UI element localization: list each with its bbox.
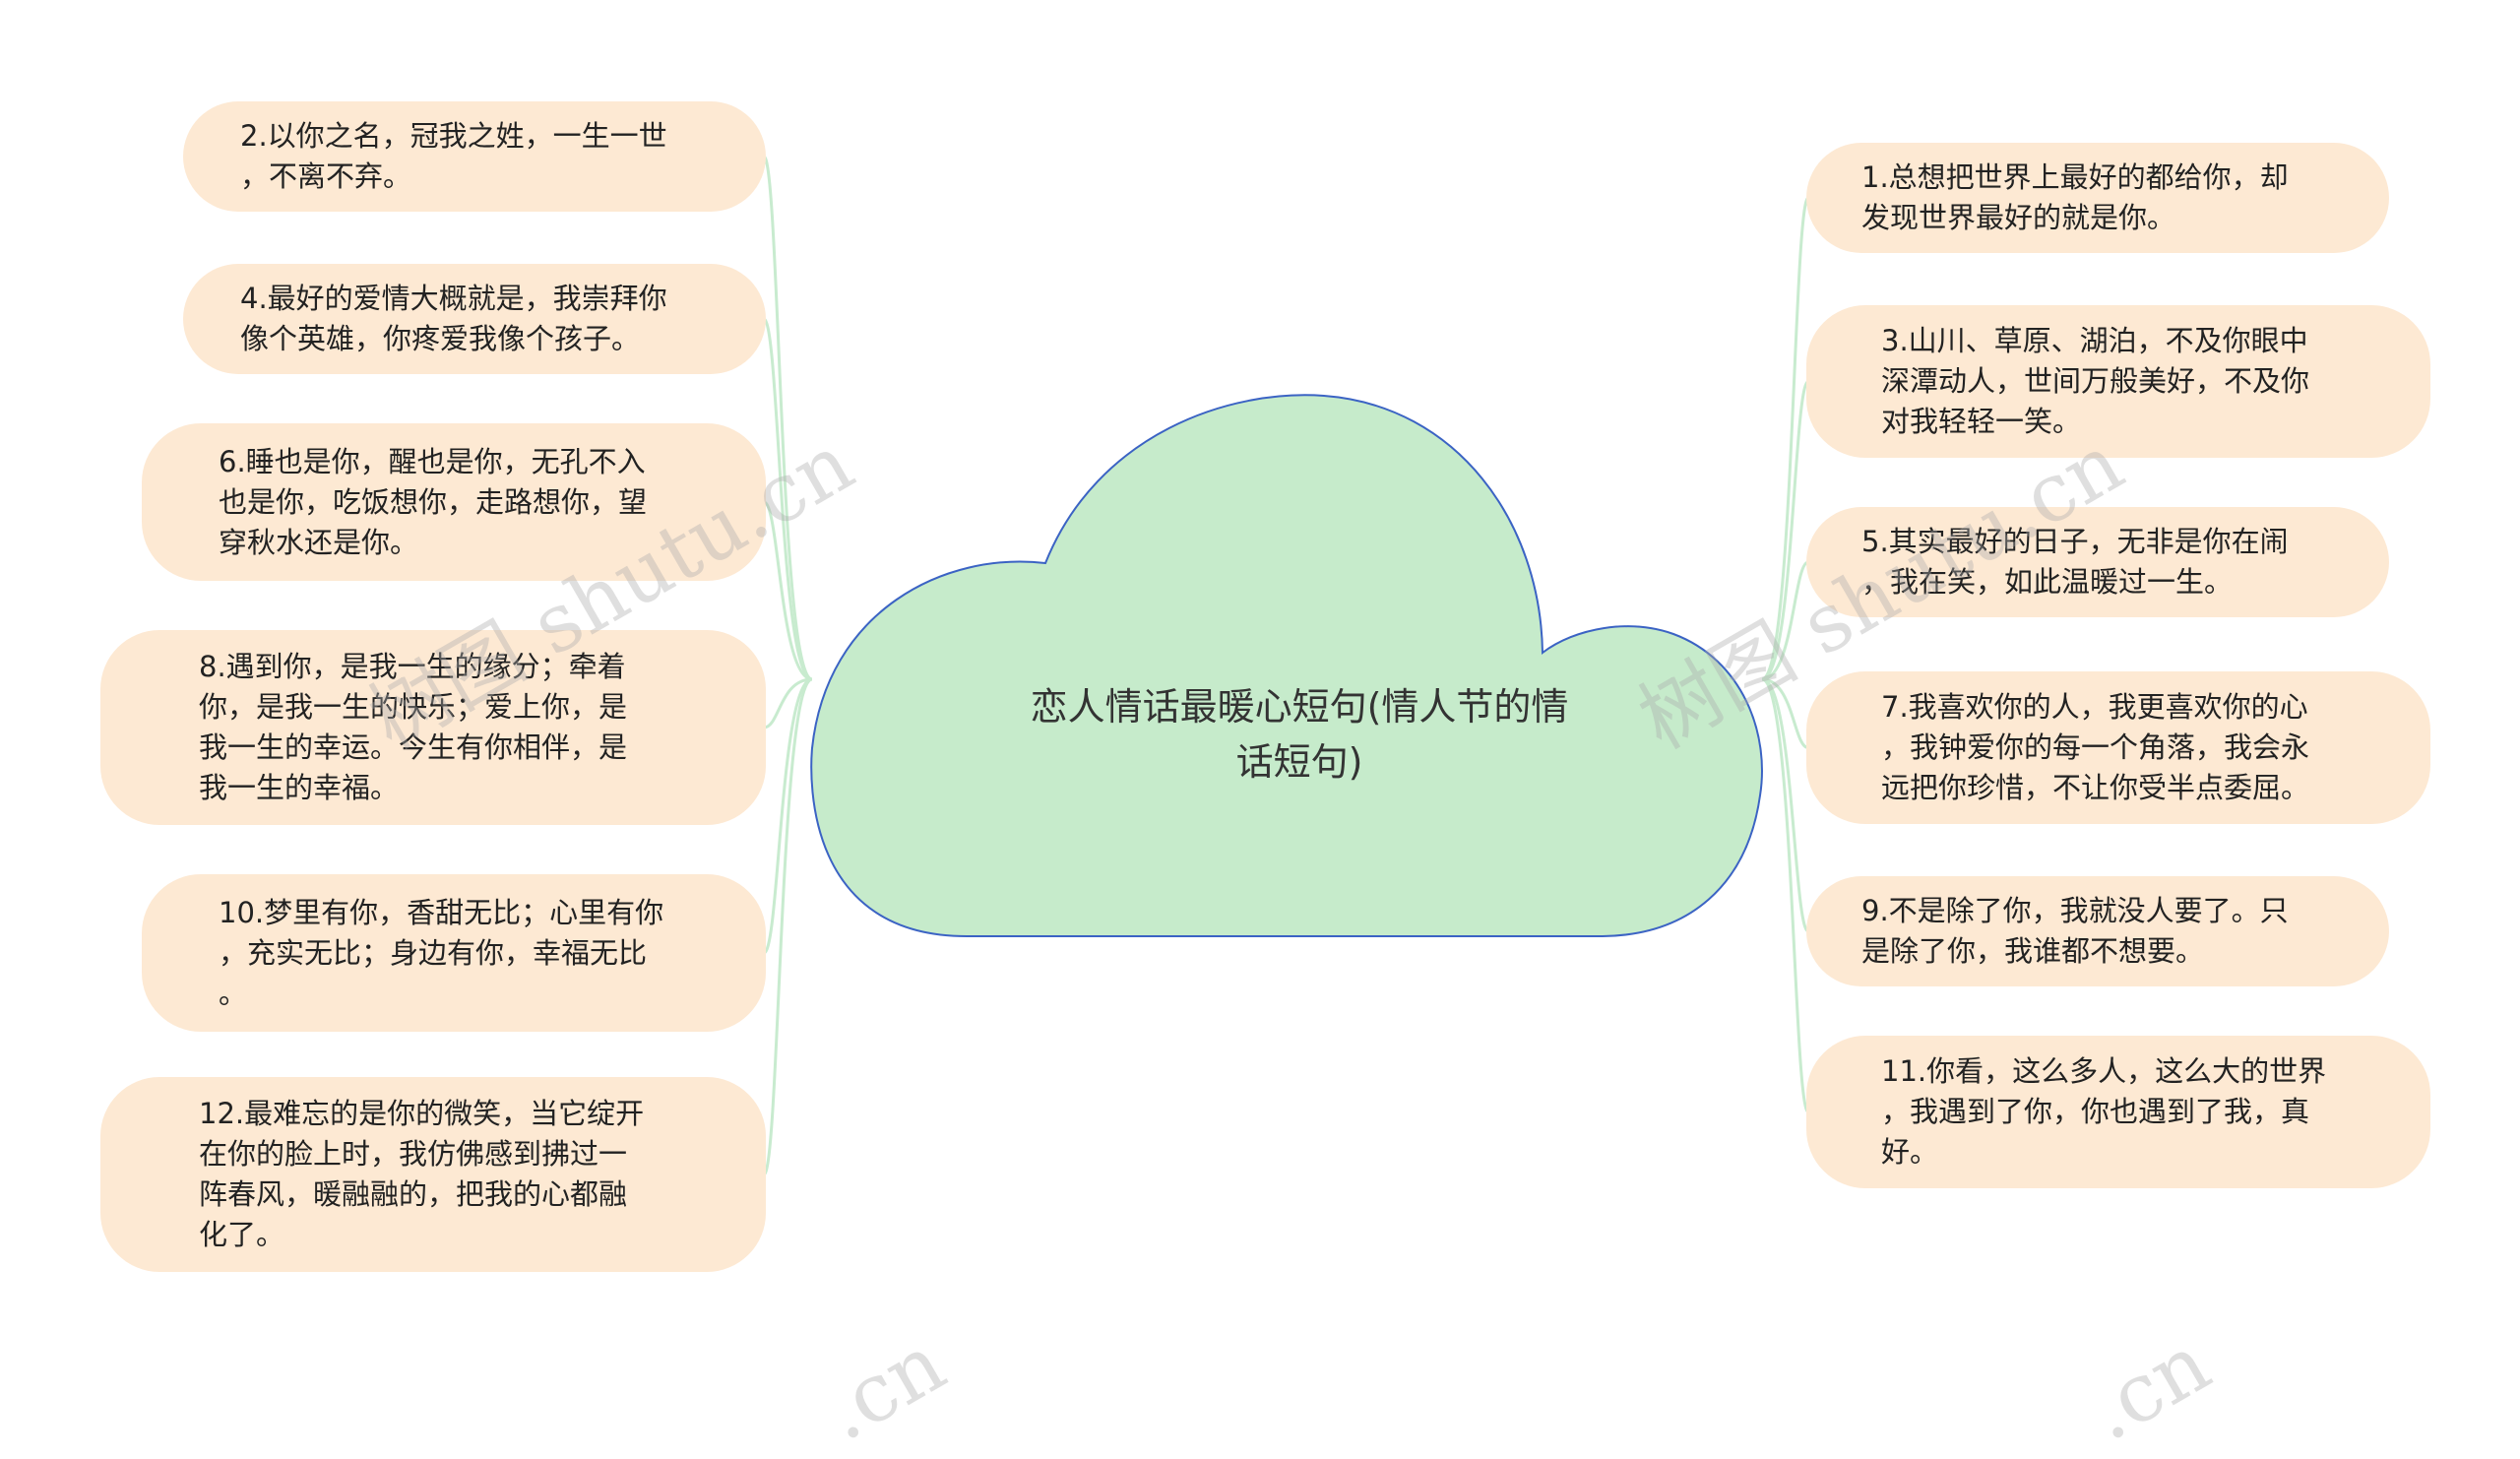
node-4-text: 4.最好的爱情大概就是，我崇拜你 像个英雄，你疼爱我像个孩子。 bbox=[240, 282, 667, 355]
central-topic-label: 恋人情话最暖心短句(情人节的情话短句) bbox=[1030, 685, 1569, 784]
node-1-text: 1.总想把世界上最好的都给你，却 发现世界最好的就是你。 bbox=[1861, 160, 2289, 234]
central-topic[interactable]: 恋人情话最暖心短句(情人节的情话短句) bbox=[1019, 679, 1580, 790]
connector-node-6 bbox=[763, 500, 813, 681]
node-10-text: 10.梦里有你，香甜无比；心里有你 ，充实无比；身边有你，幸福无比 。 bbox=[219, 895, 664, 1010]
node-5-text: 5.其实最好的日子，无非是你在闹 ，我在笑，如此温暖过一生。 bbox=[1861, 525, 2289, 599]
node-12-text: 12.最难忘的是你的微笑，当它绽开 在你的脸上时，我仿佛感到拂过一 阵春风，暖融… bbox=[199, 1097, 645, 1251]
connector-node-3 bbox=[1761, 380, 1810, 681]
node-11[interactable]: 11.你看，这么多人，这么大的世界 ，我遇到了你，你也遇到了我，真 好。 bbox=[1806, 1036, 2430, 1188]
node-9-text: 9.不是除了你，我就没人要了。只 是除了你，我谁都不想要。 bbox=[1861, 894, 2289, 968]
node-3-text: 3.山川、草原、湖泊，不及你眼中 深潭动人，世间万般美好，不及你 对我轻轻一笑。 bbox=[1881, 324, 2310, 438]
connector-node-11 bbox=[1761, 677, 1810, 1113]
connector-node-12 bbox=[762, 677, 813, 1176]
connector-node-10 bbox=[762, 677, 813, 955]
node-10[interactable]: 10.梦里有你，香甜无比；心里有你 ，充实无比；身边有你，幸福无比 。 bbox=[142, 874, 766, 1032]
node-2-text: 2.以你之名，冠我之姓，一生一世 ，不离不弃。 bbox=[240, 119, 667, 193]
node-2[interactable]: 2.以你之名，冠我之姓，一生一世 ，不离不弃。 bbox=[183, 101, 766, 212]
node-7[interactable]: 7.我喜欢你的人，我更喜欢你的心 ，我钟爱你的每一个角落，我会永 远把你珍惜，不… bbox=[1806, 671, 2430, 824]
node-9[interactable]: 9.不是除了你，我就没人要了。只 是除了你，我谁都不想要。 bbox=[1806, 876, 2389, 986]
connector-node-9 bbox=[1761, 677, 1810, 933]
node-6-text: 6.睡也是你，醒也是你，无孔不入 也是你，吃饭想你，走路想你，望 穿秋水还是你。 bbox=[219, 444, 648, 559]
node-12[interactable]: 12.最难忘的是你的微笑，当它绽开 在你的脸上时，我仿佛感到拂过一 阵春风，暖融… bbox=[100, 1077, 766, 1272]
central-cloud-shape bbox=[810, 394, 1763, 937]
node-6[interactable]: 6.睡也是你，醒也是你，无孔不入 也是你，吃饭想你，走路想你，望 穿秋水还是你。 bbox=[142, 423, 766, 581]
mindmap-canvas bbox=[762, 155, 1810, 1176]
node-8-text: 8.遇到你，是我一生的缘分；牵着 你，是我一生的快乐；爱上你，是 我一生的幸运。… bbox=[199, 650, 628, 804]
connector-node-5 bbox=[1761, 560, 1809, 681]
node-11-text: 11.你看，这么多人，这么大的世界 ，我遇到了你，你也遇到了我，真 好。 bbox=[1881, 1054, 2327, 1169]
node-3[interactable]: 3.山川、草原、湖泊，不及你眼中 深潭动人，世间万般美好，不及你 对我轻轻一笑。 bbox=[1806, 305, 2430, 458]
connector-node-1 bbox=[1761, 196, 1810, 681]
node-4[interactable]: 4.最好的爱情大概就是，我崇拜你 像个英雄，你疼爱我像个孩子。 bbox=[183, 264, 766, 374]
connector-node-4 bbox=[762, 317, 813, 681]
connector-node-2 bbox=[762, 155, 813, 681]
connector-node-7 bbox=[1761, 677, 1809, 749]
node-7-text: 7.我喜欢你的人，我更喜欢你的心 ，我钟爱你的每一个角落，我会永 远把你珍惜，不… bbox=[1881, 690, 2310, 804]
connectors bbox=[762, 155, 1810, 1176]
node-8[interactable]: 8.遇到你，是我一生的缘分；牵着 你，是我一生的快乐；爱上你，是 我一生的幸运。… bbox=[100, 630, 766, 825]
node-1[interactable]: 1.总想把世界上最好的都给你，却 发现世界最好的就是你。 bbox=[1806, 143, 2389, 253]
node-5[interactable]: 5.其实最好的日子，无非是你在闹 ，我在笑，如此温暖过一生。 bbox=[1806, 507, 2389, 617]
connector-node-8 bbox=[763, 677, 813, 730]
